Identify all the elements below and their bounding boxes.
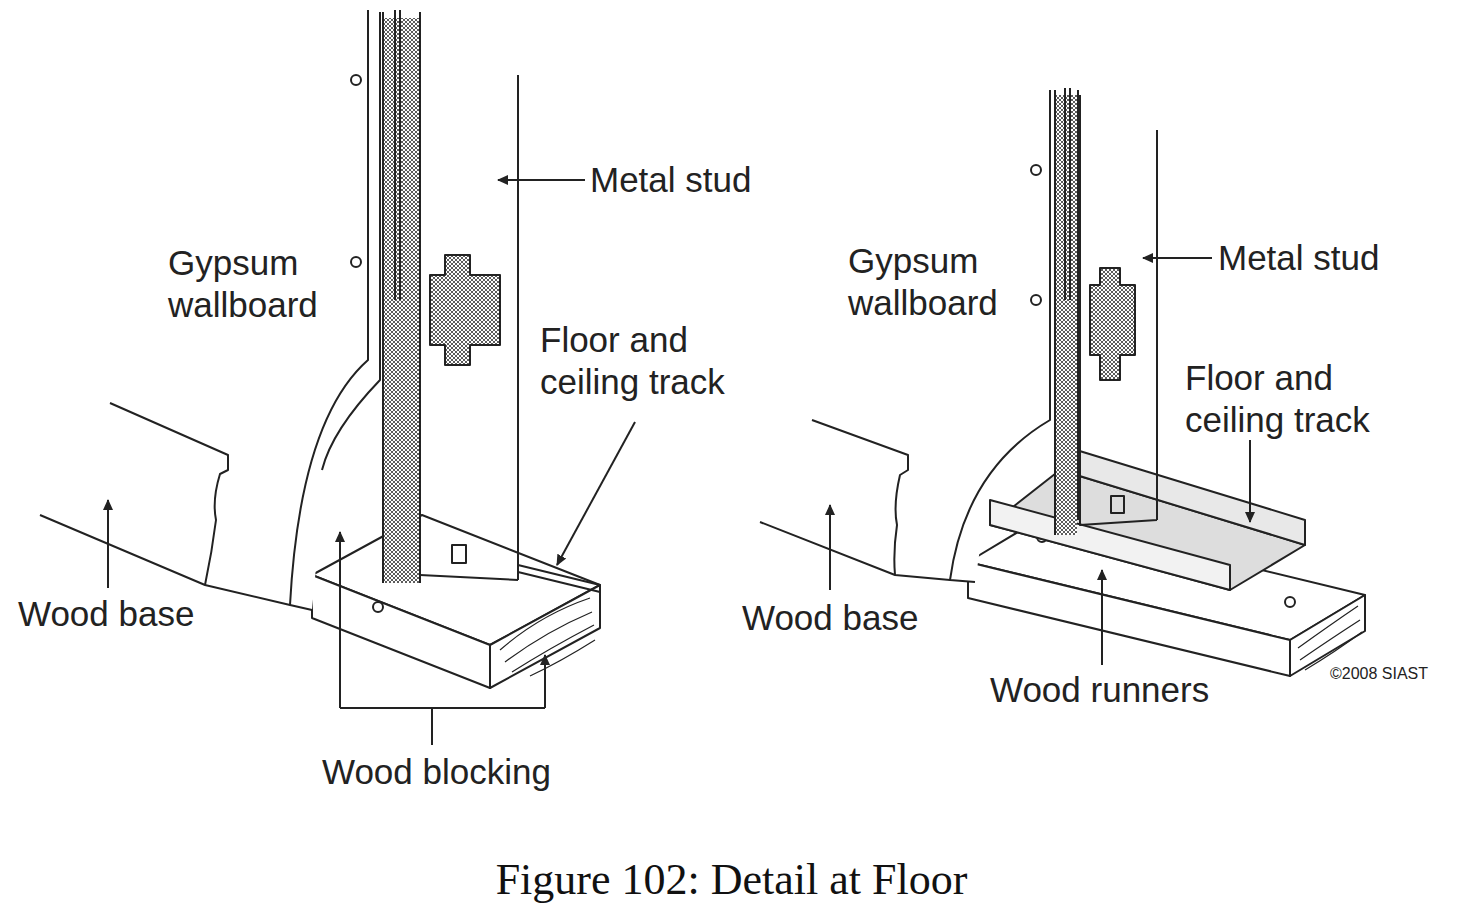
part-label: Wood runners xyxy=(990,669,1209,711)
part-label: Wood blocking xyxy=(322,751,551,793)
part-label: Wood base xyxy=(18,593,194,635)
part-label: Floor and ceiling track xyxy=(1185,357,1415,441)
part-label: Wood base xyxy=(742,597,918,639)
figure-caption: Figure 102: Detail at Floor xyxy=(0,854,1463,906)
part-label: Gypsum wallboard xyxy=(168,242,348,326)
part-label: Metal stud xyxy=(590,159,751,201)
part-label: ©2008 SIAST xyxy=(1330,664,1428,684)
part-label: Metal stud xyxy=(1218,237,1379,279)
part-label: Gypsum wallboard xyxy=(848,240,1028,324)
part-label: Floor and ceiling track xyxy=(540,319,770,403)
